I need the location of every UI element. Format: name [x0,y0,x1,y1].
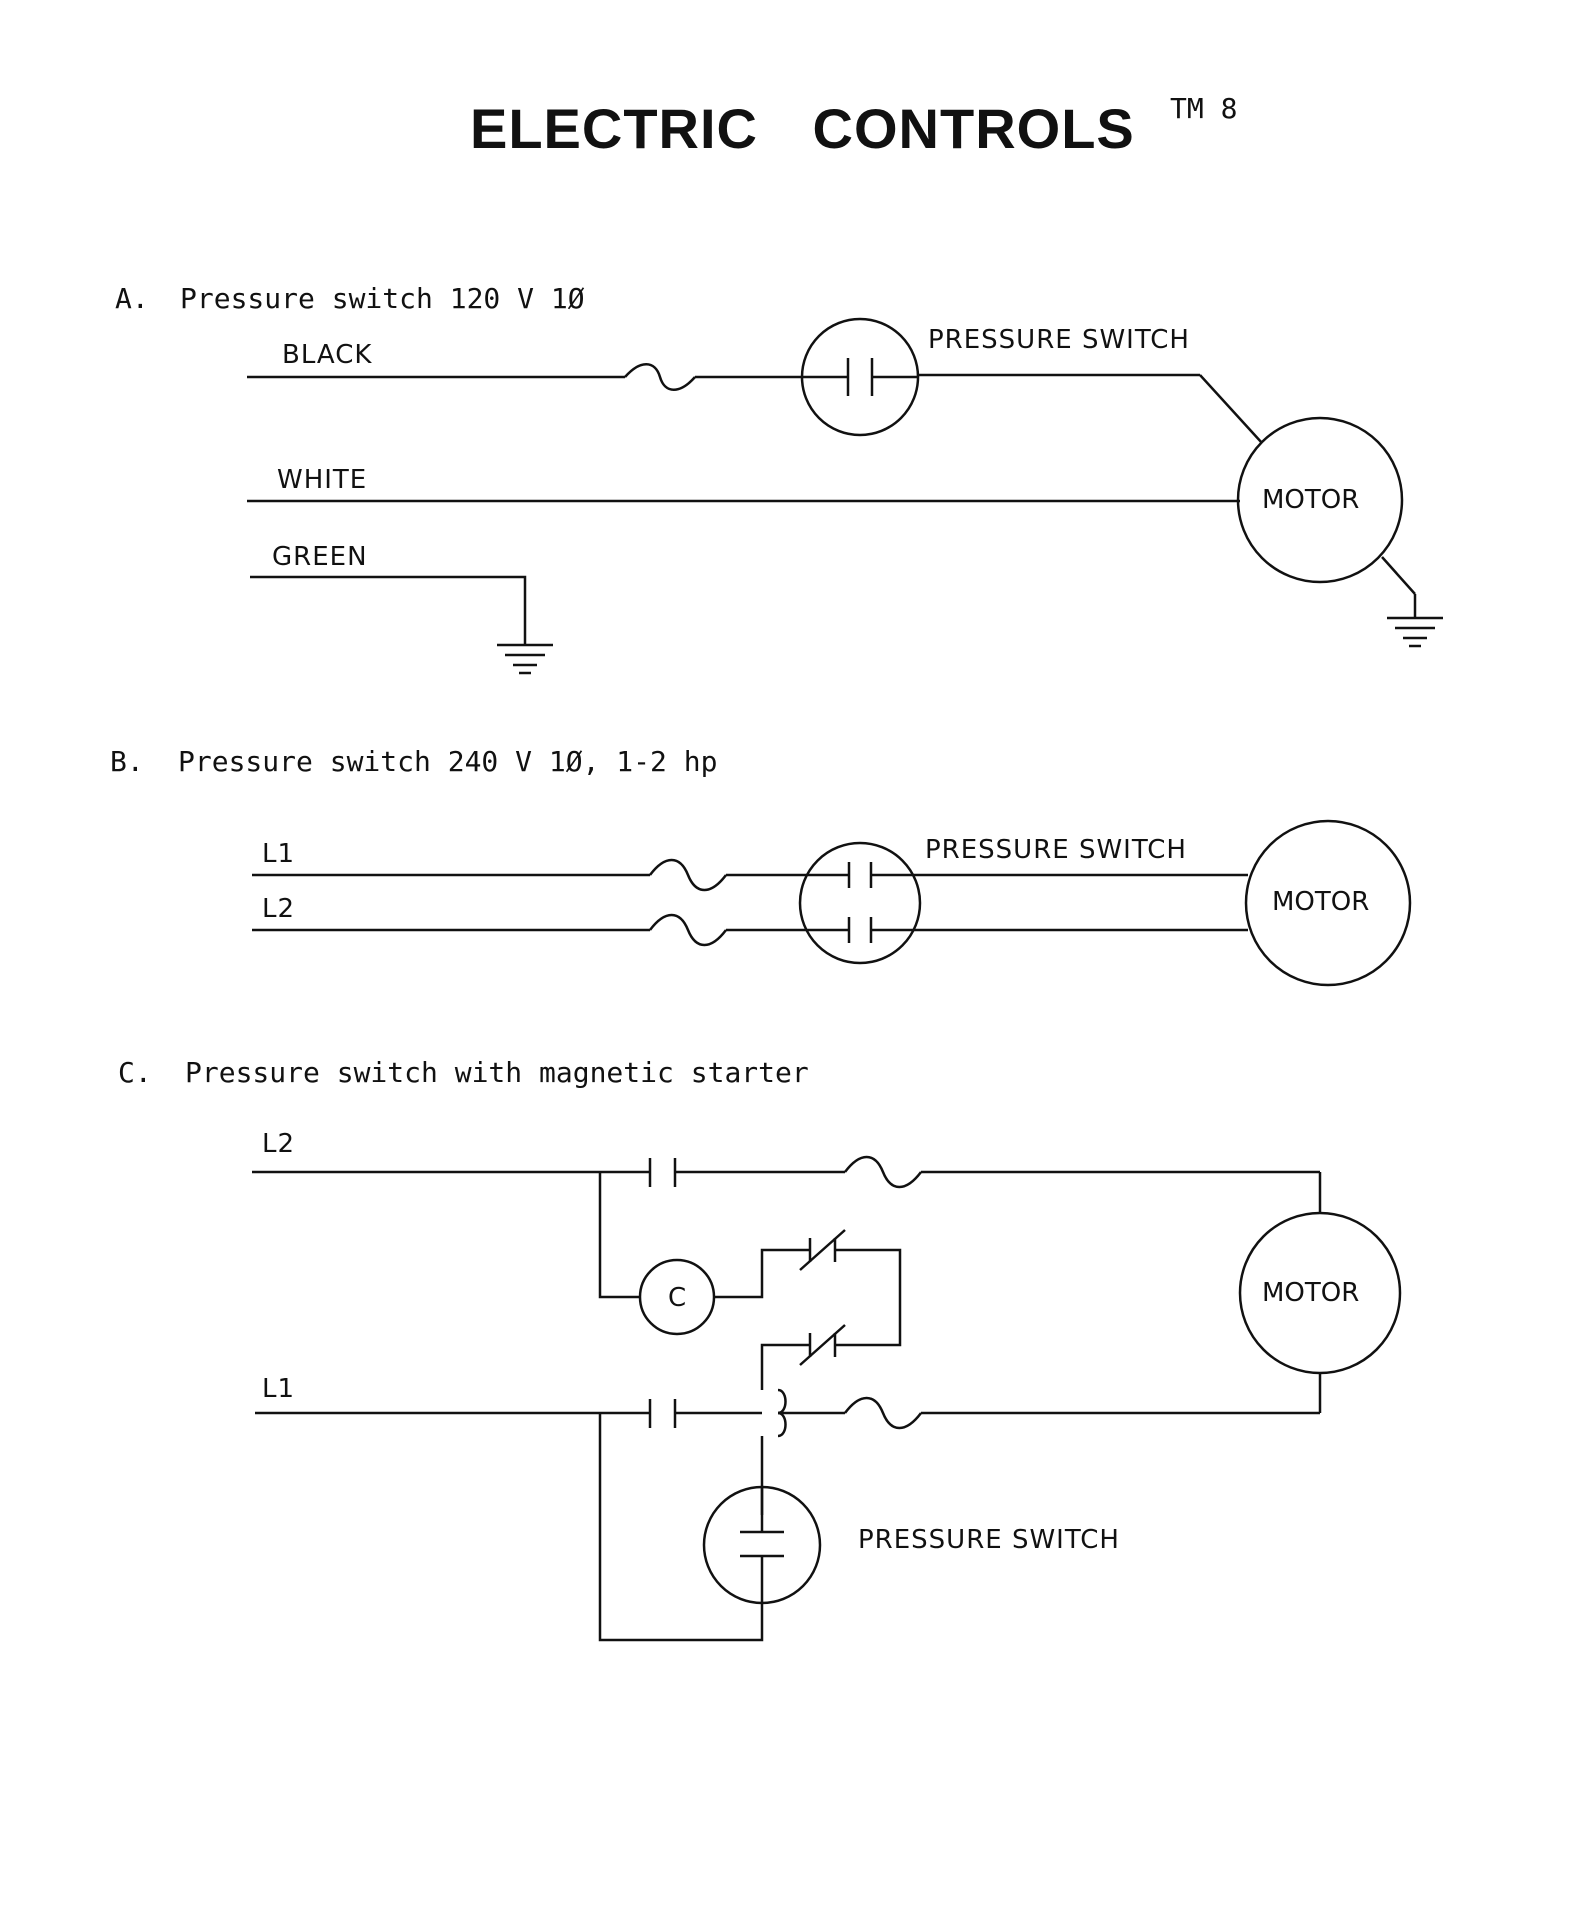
section-b-letter: B. [110,745,144,778]
motor-label-c: MOTOR [1262,1278,1359,1308]
section-c-letter: C. [118,1056,152,1089]
coil-label: C [668,1283,687,1313]
diagram-c: C L2 L1 MOTOR PRESSURE SWITCH [252,1129,1402,1642]
section-a-letter: A. [115,282,149,315]
wire-label-green: GREEN [272,542,368,572]
motor-a [1236,416,1404,584]
control-wire-l1 [598,1413,764,1642]
line-label-l2-b: L2 [262,894,295,924]
diagram-b: L1 L2 PRESSURE SWITCH MOTOR [252,819,1412,987]
section-a-caption: Pressure switch 120 V 1Ø [180,282,585,315]
control-wire-coil [714,1248,810,1299]
pressure-switch-b [798,841,922,965]
pressure-switch-label-a: PRESSURE SWITCH [928,325,1190,355]
green-wire [250,575,527,645]
wire-crossover [777,1388,787,1415]
line-label-l1-c: L1 [262,1374,295,1404]
fuse-a [624,363,696,391]
line-label-l1-b: L1 [262,839,295,869]
pressure-switch-label-b: PRESSURE SWITCH [925,835,1187,865]
motor-b [1244,819,1412,987]
fuse-b-2 [649,913,727,947]
page-title: ELECTRIC CONTROLS [470,97,1135,160]
document-tag: TM 8 [1170,92,1238,125]
section-c-caption: Pressure switch with magnetic starter [185,1056,809,1089]
fuse-b-1 [649,858,727,892]
control-wire-l2 [598,1172,640,1299]
wire-label-white: WHITE [277,465,367,495]
wire-label-black: BLACK [282,340,372,370]
diagram-a: BLACK WHITE GREEN PRESSURE SWITCH MOTOR [247,317,1443,675]
motor-label-b: MOTOR [1272,887,1369,917]
section-b-caption: Pressure switch 240 V 1Ø, 1-2 hp [178,745,718,778]
motor-label-a: MOTOR [1262,485,1359,515]
pressure-switch-label-c: PRESSURE SWITCH [858,1525,1120,1555]
overload-heater-l2 [844,1155,922,1189]
overload-heater-l1 [844,1396,922,1430]
line-label-l2-c: L2 [262,1129,295,1159]
